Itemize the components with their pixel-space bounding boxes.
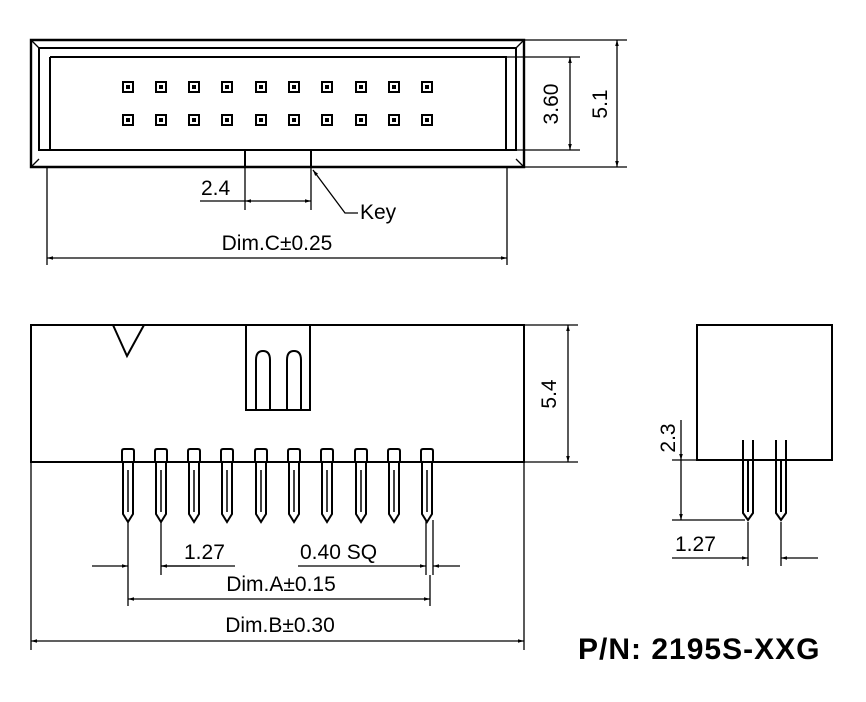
pin-hole-center	[259, 118, 263, 122]
pin-hole-center	[292, 118, 296, 122]
pin-hole	[155, 114, 167, 126]
pin-hole	[355, 81, 367, 93]
pin-hole	[255, 114, 267, 126]
top-view-inner-frame	[38, 47, 517, 151]
front-view-body	[30, 324, 525, 463]
dim-2-4-extension	[244, 167, 312, 210]
pin-hole-center	[225, 118, 229, 122]
pin-hole	[221, 114, 233, 126]
pin-hole-center	[192, 118, 196, 122]
top-view-extension-lines	[506, 39, 627, 168]
pin-hole	[321, 114, 333, 126]
pin-hole-center	[126, 85, 130, 89]
pin-hole-center	[325, 85, 329, 89]
dim-c-label: Dim.C±0.25	[222, 232, 333, 255]
side-dim-1-27-extension	[747, 522, 782, 566]
front-view-pin-row	[121, 448, 434, 524]
pin-hole	[321, 81, 333, 93]
pin-hole-center	[425, 85, 429, 89]
dim-a-extension	[127, 575, 431, 606]
part-number: P/N: 2195S-XXG	[578, 633, 820, 666]
pin-hole	[421, 81, 433, 93]
pin-hole	[388, 81, 400, 93]
pin	[254, 448, 268, 524]
dim-2-3-label: 2.3	[657, 423, 680, 452]
dim-2-4-label: 2.4	[201, 177, 231, 200]
top-view-pin-grid	[122, 81, 433, 126]
key-label: Key	[360, 201, 397, 224]
side-view: 2.3 1.27	[657, 324, 833, 566]
pin-hole	[188, 81, 200, 93]
side-view-pin-left	[742, 440, 754, 522]
pin-hole-center	[126, 118, 130, 122]
front-view-window	[245, 325, 311, 411]
pin-hole	[421, 114, 433, 126]
pin-hole	[255, 81, 267, 93]
pin-hole-center	[192, 85, 196, 89]
window-pin-left	[255, 349, 271, 410]
pin-hole-center	[292, 85, 296, 89]
top-view-corner-bevel	[30, 39, 525, 168]
pin-hole	[122, 114, 134, 126]
dim-5-1-label: 5.1	[589, 89, 612, 118]
dim-1-27-label: 1.27	[184, 541, 225, 564]
pin	[287, 448, 301, 524]
dim-5-4-label: 5.4	[538, 379, 561, 409]
pin-hole	[288, 114, 300, 126]
pin	[220, 448, 234, 524]
dim-3-60-label: 3.60	[540, 84, 563, 125]
key-leader	[312, 169, 358, 214]
dim-2-3-extension	[672, 459, 745, 521]
pin-hole	[221, 81, 233, 93]
pin	[420, 448, 434, 524]
top-view-cavity	[50, 56, 507, 150]
pin	[387, 448, 401, 524]
dim-b-extension	[30, 462, 525, 650]
pin-hole	[355, 114, 367, 126]
pin-hole-center	[159, 85, 163, 89]
top-view-outer-body	[29, 38, 526, 169]
pin-hole	[155, 81, 167, 93]
top-view: 3.60 5.1 2.4 Key Dim.C±0.25	[29, 38, 627, 265]
pin-hole-center	[359, 118, 363, 122]
side-view-body	[696, 324, 833, 461]
front-view: 5.4 1.27 0.40 SQ Dim.A±0.15 Dim.B±0.30	[30, 324, 578, 650]
dim-c-extension	[46, 167, 508, 265]
pin-hole-center	[159, 118, 163, 122]
dim-a-label: Dim.A±0.15	[226, 573, 336, 596]
pin	[187, 448, 201, 524]
dim-1-27-extension	[127, 520, 162, 575]
pin-hole-center	[392, 118, 396, 122]
dim-b-label: Dim.B±0.30	[225, 614, 335, 637]
top-view-key-notch	[50, 149, 506, 167]
side-view-pin-right	[775, 440, 787, 522]
side-dim-1-27-label: 1.27	[675, 533, 716, 556]
dim-0-40-extension	[425, 520, 434, 575]
pin-hole-center	[225, 85, 229, 89]
pin-hole	[188, 114, 200, 126]
pin-hole-center	[325, 118, 329, 122]
front-view-polarization-notch	[112, 324, 145, 359]
pin-hole-center	[425, 118, 429, 122]
pin-hole	[288, 81, 300, 93]
pin-hole-center	[259, 85, 263, 89]
pin	[320, 448, 334, 524]
pin-hole	[388, 114, 400, 126]
pin-hole-center	[392, 85, 396, 89]
pin-hole-center	[359, 85, 363, 89]
pin-hole	[122, 81, 134, 93]
pin	[354, 448, 368, 524]
dim-0-40-label: 0.40 SQ	[300, 541, 377, 564]
window-pin-right	[286, 349, 302, 410]
